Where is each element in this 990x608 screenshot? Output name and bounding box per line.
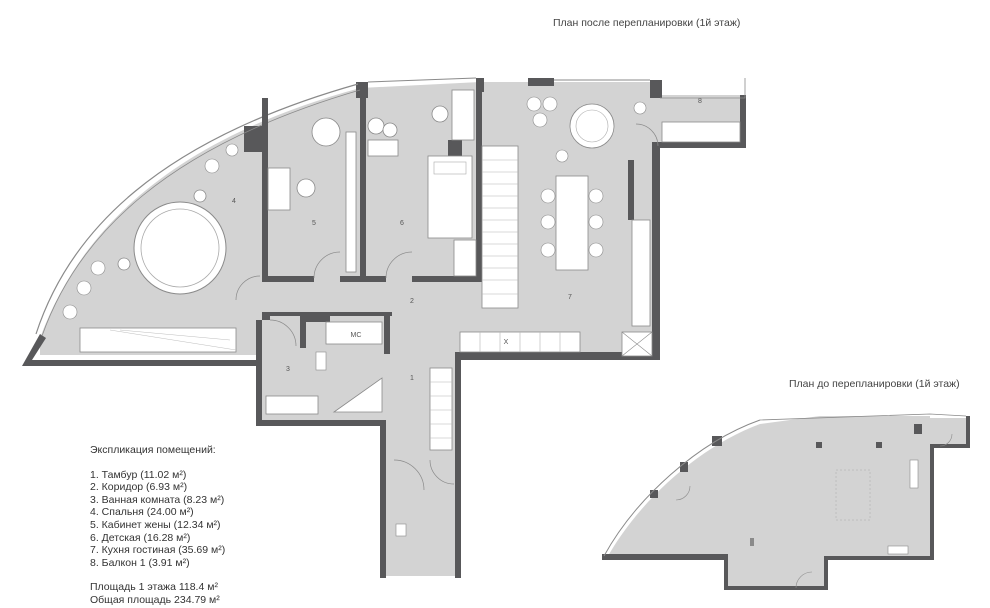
legend-item: 3. Ванная комната (8.23 м²) (90, 493, 225, 506)
legend-heading: Экспликация помещений: (90, 444, 216, 456)
fixture-label-x: X (504, 339, 509, 346)
room-number-2: 2 (410, 298, 414, 305)
legend-item: 5. Кабинет жены (12.34 м²) (90, 518, 221, 531)
legend-item: 6. Детская (16.28 м²) (90, 531, 191, 544)
legend-item: 7. Кухня гостиная (35.69 м²) (90, 544, 226, 557)
room-number-5: 5 (312, 220, 316, 227)
walls-before (602, 416, 970, 590)
walls-after (22, 78, 746, 578)
room-number-1: 1 (410, 375, 414, 382)
plan-before (602, 413, 970, 590)
room-number-4: 4 (232, 198, 236, 205)
plan-after-title: План после перепланировки (1й этаж) (553, 17, 741, 29)
legend-item: 2. Коридор (6.93 м²) (90, 481, 188, 494)
room-number-3: 3 (286, 366, 290, 373)
room-number-6: 6 (400, 220, 404, 227)
legend-item: 8. Балкон 1 (3.91 м²) (90, 556, 190, 569)
plan-before-title: План до перепланировки (1й этаж) (789, 378, 960, 390)
room-number-8: 8 (698, 98, 702, 105)
floor-area-before (608, 416, 968, 588)
legend-item: 1. Тамбур (11.02 м²) (90, 468, 187, 481)
legend-item: 4. Спальня (24.00 м²) (90, 506, 194, 519)
fixture-label-ms: МС (351, 332, 362, 339)
room-legend: Экспликация помещений: 1. Тамбур (11.02 … (90, 444, 225, 607)
total-area: Общая площадь 234.79 м² (90, 593, 220, 606)
plan-after: 1 2 3 4 5 6 7 8 МС X (22, 77, 746, 578)
floor-area: Площадь 1 этажа 118.4 м² (90, 581, 218, 594)
room-number-7: 7 (568, 294, 572, 301)
